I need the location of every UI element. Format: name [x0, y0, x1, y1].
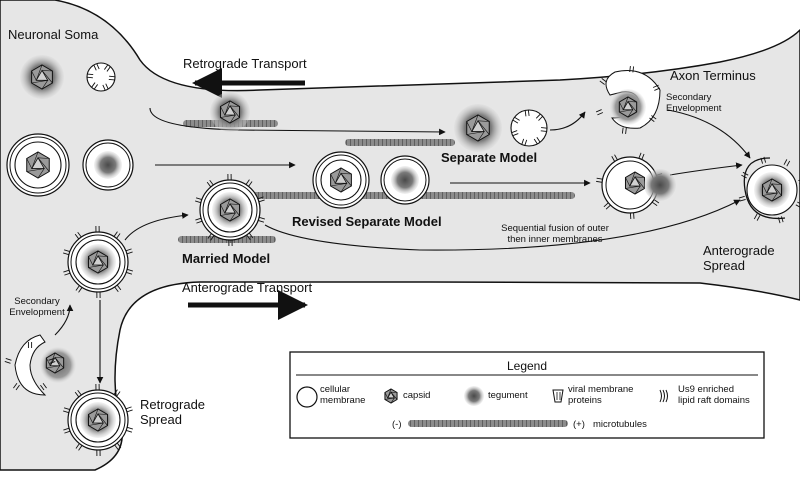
- revised-separate-model-label: Revised Separate Model: [292, 214, 442, 229]
- retrograde-transport-label: Retrograde Transport: [183, 56, 307, 71]
- axon-terminus-label: Axon Terminus: [670, 68, 756, 83]
- legend-tegument: tegument: [488, 390, 528, 401]
- neuronal-soma-label: Neuronal Soma: [8, 27, 99, 42]
- legend-viral-protein-icon: [553, 390, 563, 402]
- microtubule: [345, 139, 455, 146]
- legend-title: Legend: [507, 359, 547, 373]
- soma-capsid-tegument: [20, 55, 64, 99]
- separate-model-label: Separate Model: [441, 150, 537, 165]
- soma-enveloped-tegument: [83, 140, 133, 190]
- soma-enveloped-capsid: [7, 134, 69, 196]
- legend-membrane-icon: [297, 387, 317, 407]
- legend-microtubule: [408, 420, 568, 427]
- married-model-label: Married Model: [182, 251, 270, 266]
- legend-minus: (-): [392, 419, 402, 430]
- separate-model-vesicle: [511, 110, 547, 146]
- revised-separate-tegument: [381, 156, 429, 204]
- revised-separate-capsid: [313, 152, 369, 208]
- legend-tegument-icon: [464, 386, 484, 406]
- soma-empty-vesicle: [87, 63, 115, 91]
- legend-capsid: capsid: [403, 390, 430, 401]
- separate-model-capsid: [454, 104, 502, 152]
- legend-microtubules: microtubules: [593, 419, 647, 430]
- anterograde-transport-label: Anterograde Transport: [182, 280, 312, 295]
- legend-capsid-icon: [385, 389, 397, 403]
- legend-plus: (+): [573, 419, 585, 430]
- axon-retrograde-particle: [210, 92, 250, 132]
